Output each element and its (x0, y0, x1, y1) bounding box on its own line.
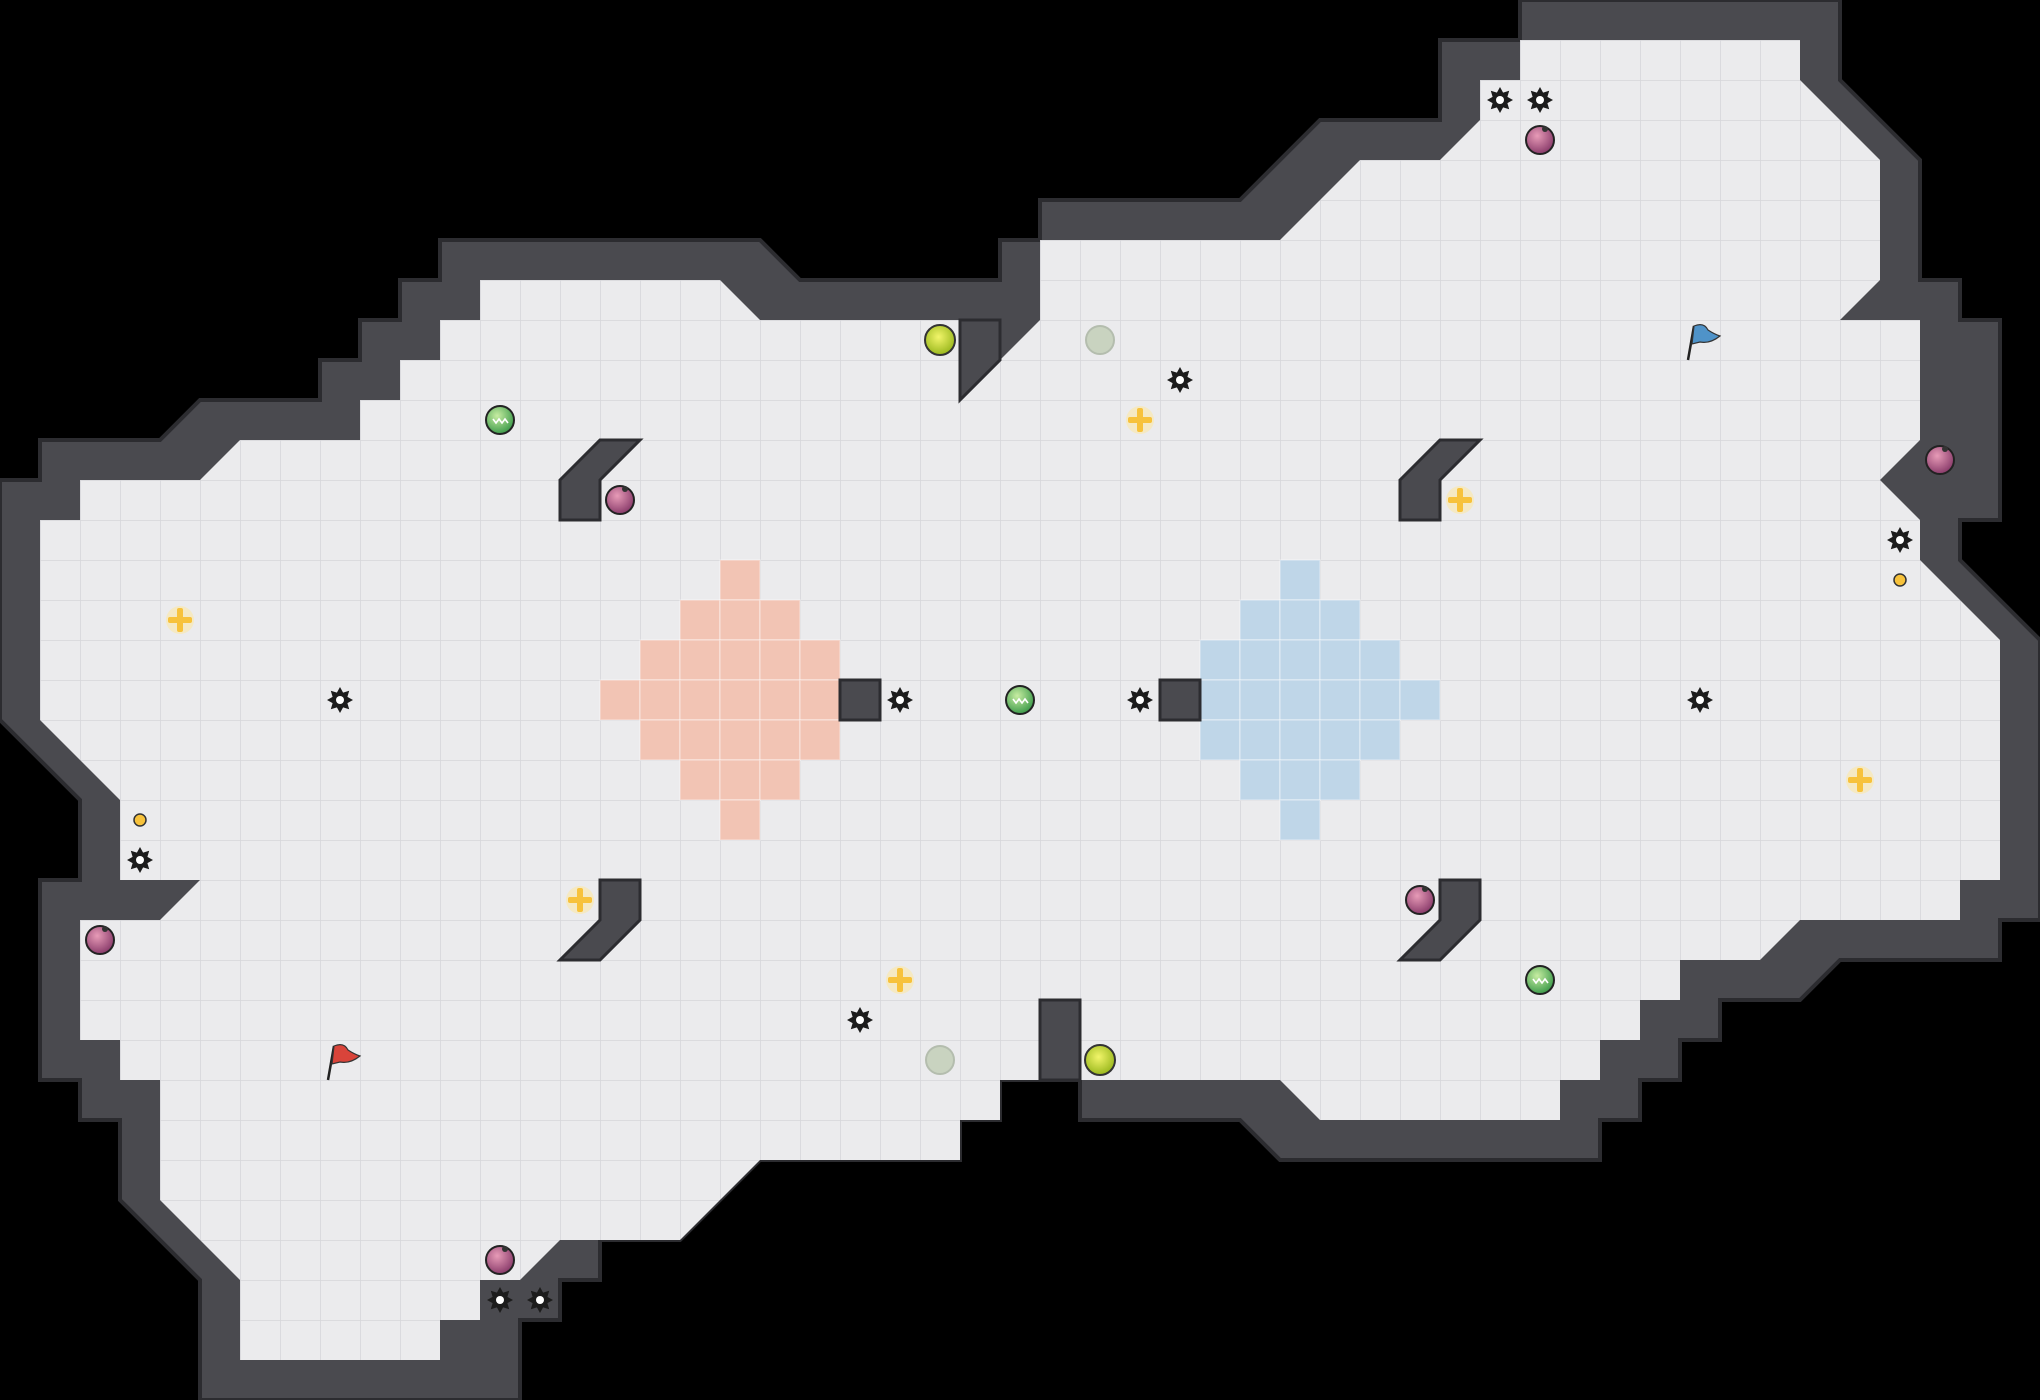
red-endzone-tile (719, 759, 761, 801)
spike-icon (847, 1007, 873, 1033)
red-endzone-tile (759, 639, 801, 681)
tagpro-powerup-icon (1525, 965, 1555, 995)
gold-dot-icon (1893, 573, 1907, 587)
wall-block (958, 318, 1002, 404)
spike-icon (527, 1287, 553, 1313)
blue-endzone-tile (1279, 559, 1321, 601)
rolling-bomb-powerup-icon (1525, 125, 1555, 155)
obstacle-layer (556, 318, 1484, 1082)
blue-endzone-tile (1279, 719, 1321, 761)
red-endzone-tile (719, 679, 761, 721)
blue-endzone-tile (1239, 719, 1281, 761)
red-endzone-tile (639, 719, 681, 761)
blue-endzone-tile (1319, 719, 1361, 761)
bomb-icon (924, 324, 956, 356)
red-endzone-tile (719, 599, 761, 641)
blue-endzone-tile (1319, 639, 1361, 681)
blue-endzone-tile (1359, 679, 1401, 721)
red-flag-icon (326, 1044, 362, 1081)
red-endzone-tile (799, 639, 841, 681)
red-endzone-tile (599, 679, 641, 721)
red-endzone-tile (799, 679, 841, 721)
gold-dot-icon (133, 813, 147, 827)
blue-endzone-tile (1359, 639, 1401, 681)
red-endzone-tile (639, 639, 681, 681)
red-endzone-tile (719, 799, 761, 841)
spike-icon (487, 1287, 513, 1313)
red-endzone-tile (759, 679, 801, 721)
blue-endzone-tile (1239, 639, 1281, 681)
red-endzone-tile (719, 559, 761, 601)
gate-block-red (838, 678, 882, 722)
blue-endzone-tile (1199, 719, 1241, 761)
red-endzone-tile (679, 599, 721, 641)
rolling-bomb-powerup-icon (1925, 445, 1955, 475)
blue-endzone-tile (1279, 639, 1321, 681)
red-endzone-tile (679, 759, 721, 801)
boost-icon (1846, 766, 1874, 794)
boost-icon (166, 606, 194, 634)
blue-endzone-tile (1239, 679, 1281, 721)
wall-block (1396, 878, 1482, 962)
blue-endzone-tile (1239, 759, 1281, 801)
spike-icon (327, 687, 353, 713)
blue-endzone-tile (1279, 679, 1321, 721)
wall-block (558, 438, 644, 522)
wall-block (1398, 438, 1484, 522)
red-endzone-tile (679, 679, 721, 721)
wall-block (556, 878, 642, 962)
gate-block-blue (1158, 678, 1202, 722)
spike-icon (1487, 87, 1513, 113)
red-endzone-tile (759, 759, 801, 801)
spike-icon (887, 687, 913, 713)
spike-icon (127, 847, 153, 873)
tagpro-powerup-icon (1005, 685, 1035, 715)
bomb-icon (1084, 1044, 1116, 1076)
blue-endzone-tile (1239, 599, 1281, 641)
blue-endzone-tile (1279, 759, 1321, 801)
rolling-bomb-powerup-icon (605, 485, 635, 515)
blue-endzone-tile (1359, 719, 1401, 761)
blue-endzone-tile (1319, 679, 1361, 721)
red-endzone-tile (719, 639, 761, 681)
rolling-bomb-powerup-icon (85, 925, 115, 955)
boost-icon (566, 886, 594, 914)
red-endzone-tile (719, 719, 761, 761)
portal-icon (925, 1045, 955, 1075)
blue-endzone-tile (1279, 799, 1321, 841)
spike-icon (1887, 527, 1913, 553)
red-endzone-tile (679, 639, 721, 681)
rolling-bomb-powerup-icon (485, 1245, 515, 1275)
tagpro-powerup-icon (485, 405, 515, 435)
blue-endzone-tile (1199, 639, 1241, 681)
spike-icon (1127, 687, 1153, 713)
red-endzone-tile (759, 599, 801, 641)
blue-endzone (1159, 559, 1441, 841)
blue-endzone-tile (1199, 679, 1241, 721)
blue-endzone-tile (1319, 759, 1361, 801)
blue-endzone-tile (1319, 599, 1361, 641)
boost-icon (1126, 406, 1154, 434)
wall-block (1038, 998, 1082, 1082)
endzone-layer (599, 559, 1441, 841)
red-endzone-tile (799, 719, 841, 761)
boost-icon (886, 966, 914, 994)
red-endzone-tile (639, 679, 681, 721)
spike-icon (1527, 87, 1553, 113)
rolling-bomb-powerup-icon (1405, 885, 1435, 915)
red-endzone (599, 559, 881, 841)
boost-icon (1446, 486, 1474, 514)
entity-layer (85, 87, 1955, 1313)
red-endzone-tile (759, 719, 801, 761)
spike-icon (1687, 687, 1713, 713)
red-endzone-tile (679, 719, 721, 761)
spike-icon (1167, 367, 1193, 393)
blue-endzone-tile (1279, 599, 1321, 641)
blue-endzone-tile (1399, 679, 1441, 721)
portal-icon (1085, 325, 1115, 355)
blue-flag-icon (1686, 324, 1722, 361)
